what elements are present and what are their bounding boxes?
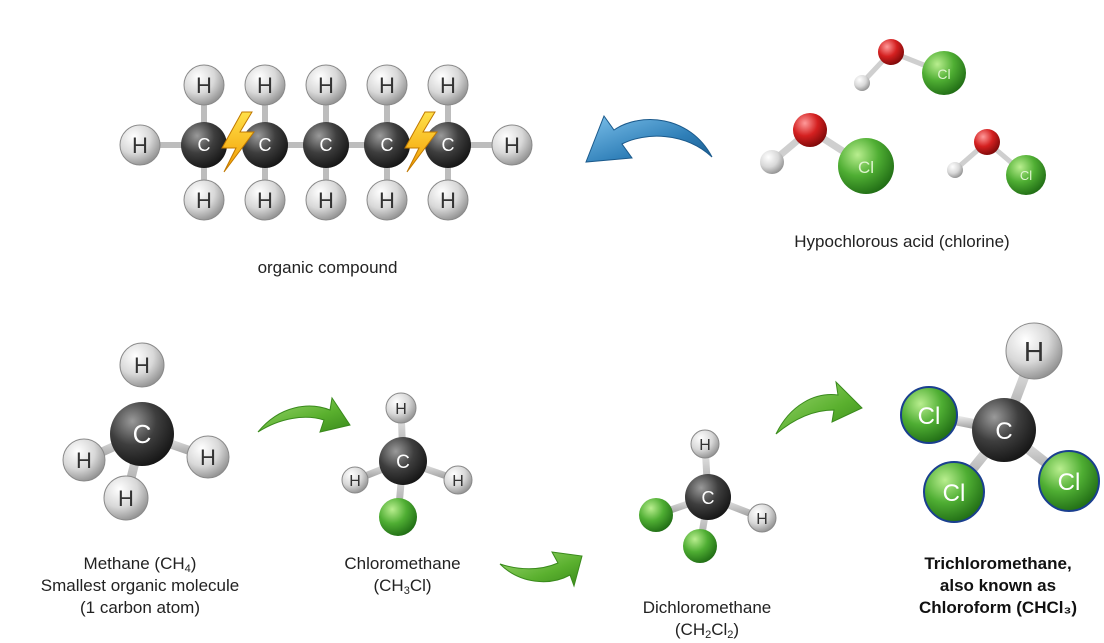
svg-text:C: C <box>702 488 715 508</box>
organic-compound-molecule: H H H H H H H H H H H H C C C C C <box>119 64 533 221</box>
trichloromethane-caption: Trichloromethane, also known as Chlorofo… <box>898 553 1098 619</box>
green-arrow-icon <box>257 396 351 433</box>
lightning-bolt-icon <box>404 111 438 173</box>
hypochlorous-molecules: Cl Cl Cl <box>760 39 1046 195</box>
svg-text:C: C <box>442 135 455 155</box>
svg-text:H: H <box>440 188 456 213</box>
hocl-molecule: Cl <box>947 129 1046 195</box>
svg-text:H: H <box>318 188 334 213</box>
svg-text:H: H <box>699 437 711 454</box>
dichloromethane-name: Dichloromethane <box>642 598 772 617</box>
left-end-hydrogen <box>119 124 161 166</box>
svg-text:C: C <box>995 418 1012 445</box>
top-hydrogens <box>183 64 469 106</box>
svg-text:H: H <box>452 473 464 490</box>
chloroform-name: Chloroform (CHCl₃) <box>918 598 1077 617</box>
svg-text:C: C <box>320 135 333 155</box>
svg-text:H: H <box>349 473 361 490</box>
svg-text:Cl: Cl <box>858 158 874 177</box>
svg-text:C: C <box>133 419 152 449</box>
chloromethane-molecule: H H H C <box>341 392 473 536</box>
methane-formula: Methane (CH4) <box>83 554 197 575</box>
bottom-hydrogens <box>183 179 469 221</box>
svg-text:Cl: Cl <box>937 66 950 82</box>
svg-text:H: H <box>318 73 334 98</box>
blue-arrow-icon <box>585 114 713 163</box>
organic-c-labels: C C C C C <box>198 135 455 155</box>
chloromethane-name: Chloromethane <box>344 554 461 573</box>
chloromethane-formula: (CH3Cl) <box>373 576 432 597</box>
svg-text:Cl: Cl <box>1020 168 1032 183</box>
svg-text:H: H <box>132 133 148 158</box>
svg-text:H: H <box>440 73 456 98</box>
methane-caption: Methane (CH4) Smallest organic molecule … <box>5 553 275 619</box>
trichloromethane-molecule: H Cl Cl Cl C <box>900 322 1100 523</box>
svg-text:C: C <box>396 452 410 473</box>
svg-text:H: H <box>379 188 395 213</box>
green-arrow-icon <box>499 551 583 588</box>
methane-molecule: H H H H C <box>62 342 230 521</box>
svg-text:H: H <box>395 401 407 418</box>
hypochlorous-caption: Hypochlorous acid (chlorine) <box>794 232 1010 251</box>
svg-text:H: H <box>196 188 212 213</box>
svg-text:Cl: Cl <box>1058 469 1081 496</box>
dichloromethane-caption: Dichloromethane (CH2Cl2) <box>612 597 802 641</box>
chloromethane-caption: Chloromethane (CH3Cl) <box>315 553 490 597</box>
svg-text:H: H <box>134 353 150 378</box>
organic-h-labels: H H H H H H H H H H H H <box>132 73 520 213</box>
methane-carbon-count: (1 carbon atom) <box>80 598 200 617</box>
svg-text:H: H <box>379 73 395 98</box>
trichloromethane-name: Trichloromethane, <box>924 554 1072 573</box>
right-end-hydrogen <box>491 124 533 166</box>
svg-text:H: H <box>257 73 273 98</box>
svg-text:H: H <box>1024 336 1044 367</box>
svg-text:C: C <box>198 135 211 155</box>
green-arrow-icon <box>775 380 863 435</box>
dichloromethane-formula: (CH2Cl2) <box>674 620 740 641</box>
dichloromethane-molecule: H H C <box>639 429 777 563</box>
trichloromethane-aka: also known as <box>939 576 1057 595</box>
svg-text:H: H <box>257 188 273 213</box>
svg-text:C: C <box>381 135 394 155</box>
organic-compound-caption: organic compound <box>257 258 398 277</box>
svg-text:Cl: Cl <box>943 480 966 507</box>
svg-text:H: H <box>504 133 520 158</box>
carbon-chain <box>181 122 471 168</box>
svg-text:H: H <box>756 511 768 528</box>
hocl-molecule: Cl <box>760 113 894 194</box>
svg-text:H: H <box>76 448 92 473</box>
svg-text:H: H <box>196 73 212 98</box>
svg-text:C: C <box>259 135 272 155</box>
svg-text:H: H <box>118 486 134 511</box>
svg-text:H: H <box>200 445 216 470</box>
hocl-molecule: Cl <box>854 39 966 95</box>
svg-text:Cl: Cl <box>918 403 941 430</box>
methane-description: Smallest organic molecule <box>40 576 240 595</box>
lightning-bolt-icon <box>221 111 255 173</box>
